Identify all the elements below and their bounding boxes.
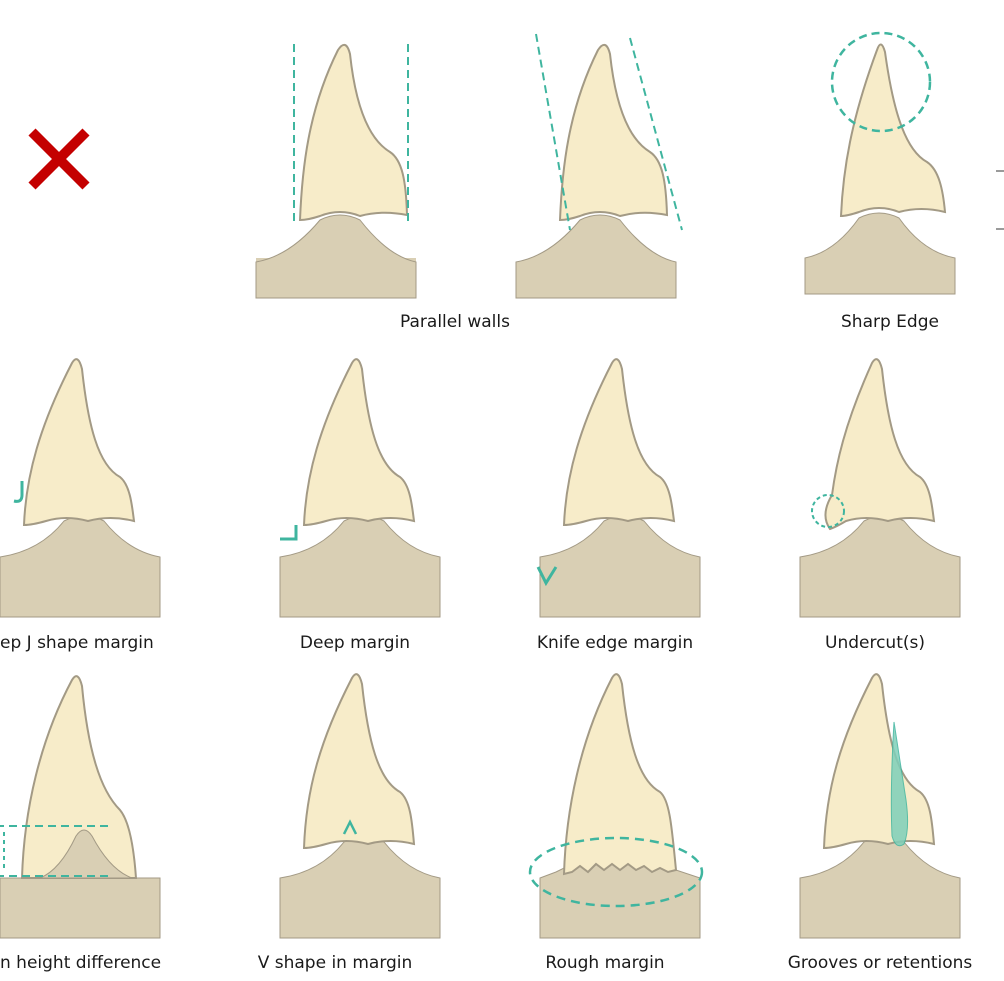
- caption-height-difference: n height difference: [0, 953, 161, 973]
- tooth-illustration: [510, 30, 750, 300]
- tooth-illustration: [760, 660, 1000, 945]
- caption-undercut: Undercut(s): [805, 633, 945, 653]
- tooth-rough-margin: [500, 660, 740, 970]
- tooth-deep-margin: [240, 345, 480, 655]
- tooth-illustration: [0, 660, 200, 945]
- tooth-j-shape-margin: [0, 345, 200, 655]
- tooth-undercut: [760, 345, 1000, 655]
- tooth-v-shape-margin: [240, 660, 480, 970]
- tooth-grooves-retentions: [760, 660, 1000, 970]
- caption-deep-margin: Deep margin: [270, 633, 440, 653]
- caption-knife-edge-margin: Knife edge margin: [520, 633, 710, 653]
- tooth-illustration: [760, 345, 1000, 625]
- caption-sharp-edge: Sharp Edge: [810, 312, 970, 332]
- tooth-sharp-edge: [795, 20, 1004, 330]
- caption-rough-margin: Rough margin: [525, 953, 685, 973]
- tooth-height-difference: [0, 660, 200, 970]
- tooth-parallel-walls: [250, 30, 490, 340]
- tooth-illustration: [250, 30, 490, 300]
- tooth-illustration: [500, 345, 740, 625]
- incorrect-cross-icon: [24, 124, 94, 194]
- tooth-illustration: [500, 660, 740, 945]
- tooth-converging-walls: [510, 30, 750, 340]
- tooth-illustration: [795, 20, 995, 300]
- caption-j-shape-margin: ep J shape margin: [0, 633, 154, 653]
- caption-grooves-retentions: Grooves or retentions: [760, 953, 1000, 973]
- tooth-illustration: [240, 660, 480, 945]
- caption-v-shape-margin: V shape in margin: [240, 953, 430, 973]
- tooth-illustration: [240, 345, 480, 625]
- caption-parallel-walls: Parallel walls: [390, 312, 520, 332]
- tooth-illustration: [0, 345, 200, 625]
- tooth-knife-edge-margin: [500, 345, 740, 655]
- edge-tick-mark: [996, 228, 1004, 230]
- edge-tick-mark: [996, 170, 1004, 172]
